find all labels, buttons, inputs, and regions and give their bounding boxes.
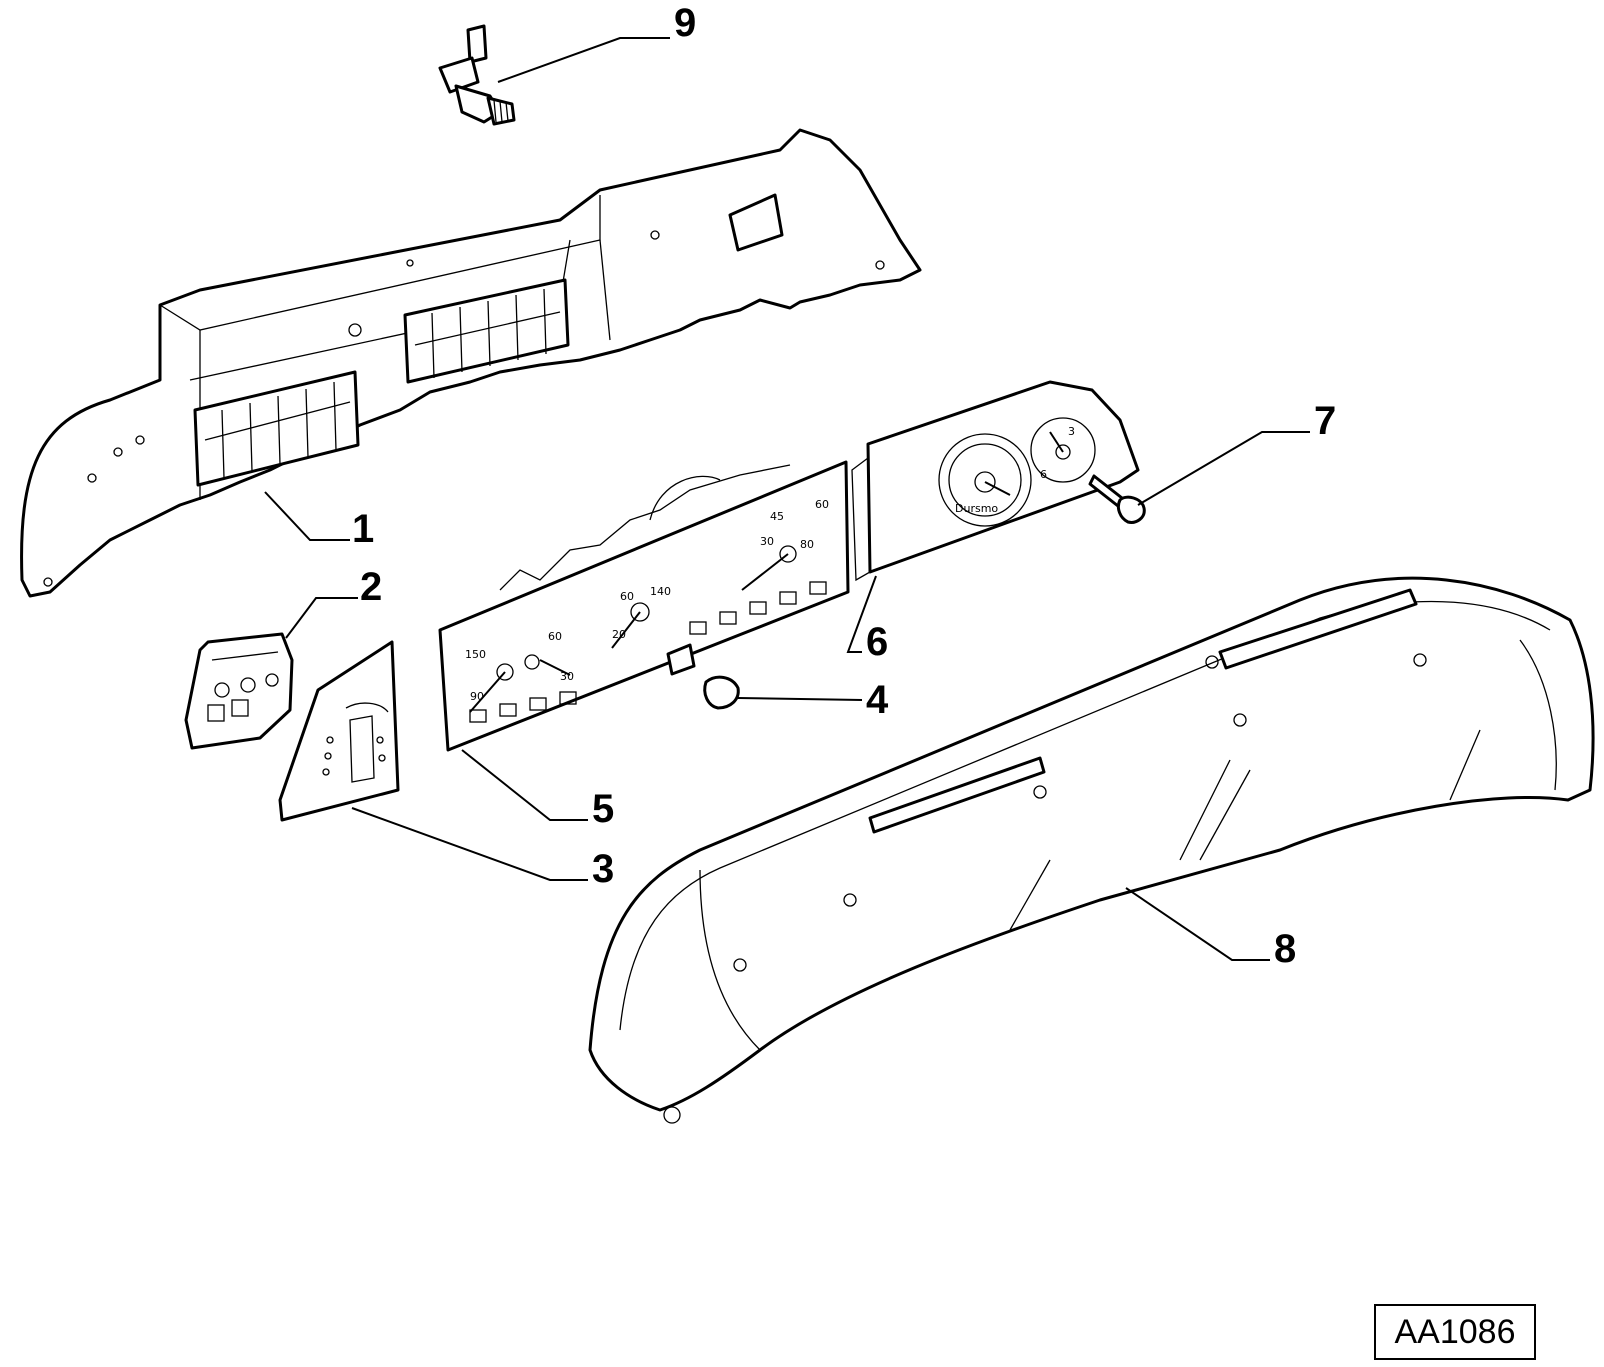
part-5-instrument-cluster: 150 60 30 90 60 20 140 45 60 30 80	[438, 460, 850, 752]
leader-2	[285, 597, 358, 639]
callout-6: 6	[866, 620, 888, 664]
part-7-screw	[1088, 474, 1146, 524]
callout-2: 2	[360, 565, 382, 609]
svg-text:150: 150	[465, 648, 486, 661]
leader-9	[497, 37, 670, 83]
callout-7: 7	[1314, 399, 1336, 443]
leader-4	[737, 697, 863, 701]
callout-1: 1	[352, 507, 374, 551]
svg-text:Dursmo: Dursmo	[955, 502, 998, 515]
part-8-instrument-hood	[588, 576, 1595, 1124]
svg-text:60: 60	[815, 498, 829, 511]
part-6-gauge-cluster: Dursmo 3 6	[851, 380, 1140, 582]
svg-text:60: 60	[620, 590, 634, 603]
svg-text:140: 140	[650, 585, 671, 598]
part-1-dashboard-frame	[20, 128, 922, 598]
leader-1	[264, 491, 350, 541]
svg-text:30: 30	[560, 670, 574, 683]
leader-8	[1125, 887, 1270, 961]
callout-5: 5	[592, 787, 614, 831]
callout-9: 9	[674, 1, 696, 45]
leader-5	[461, 749, 588, 821]
svg-text:80: 80	[800, 538, 814, 551]
svg-text:60: 60	[548, 630, 562, 643]
part-2-switch-unit	[184, 632, 294, 750]
callout-4: 4	[866, 678, 889, 722]
reference-code-label: AA1086	[1374, 1304, 1536, 1360]
svg-text:30: 30	[760, 535, 774, 548]
svg-text:90: 90	[470, 690, 484, 703]
callout-3: 3	[592, 847, 614, 891]
callout-8: 8	[1274, 927, 1296, 971]
svg-text:20: 20	[612, 628, 626, 641]
leader-3	[351, 807, 588, 881]
part-9-hose-fitting	[438, 24, 516, 126]
part-4-bulb-cap	[703, 675, 740, 710]
part-3-cover-panel	[278, 640, 400, 822]
leader-7	[1137, 431, 1310, 506]
leader-lines	[264, 37, 1310, 961]
svg-text:3: 3	[1068, 425, 1075, 438]
svg-text:6: 6	[1040, 468, 1047, 481]
leader-6	[846, 575, 877, 653]
svg-text:45: 45	[770, 510, 784, 523]
